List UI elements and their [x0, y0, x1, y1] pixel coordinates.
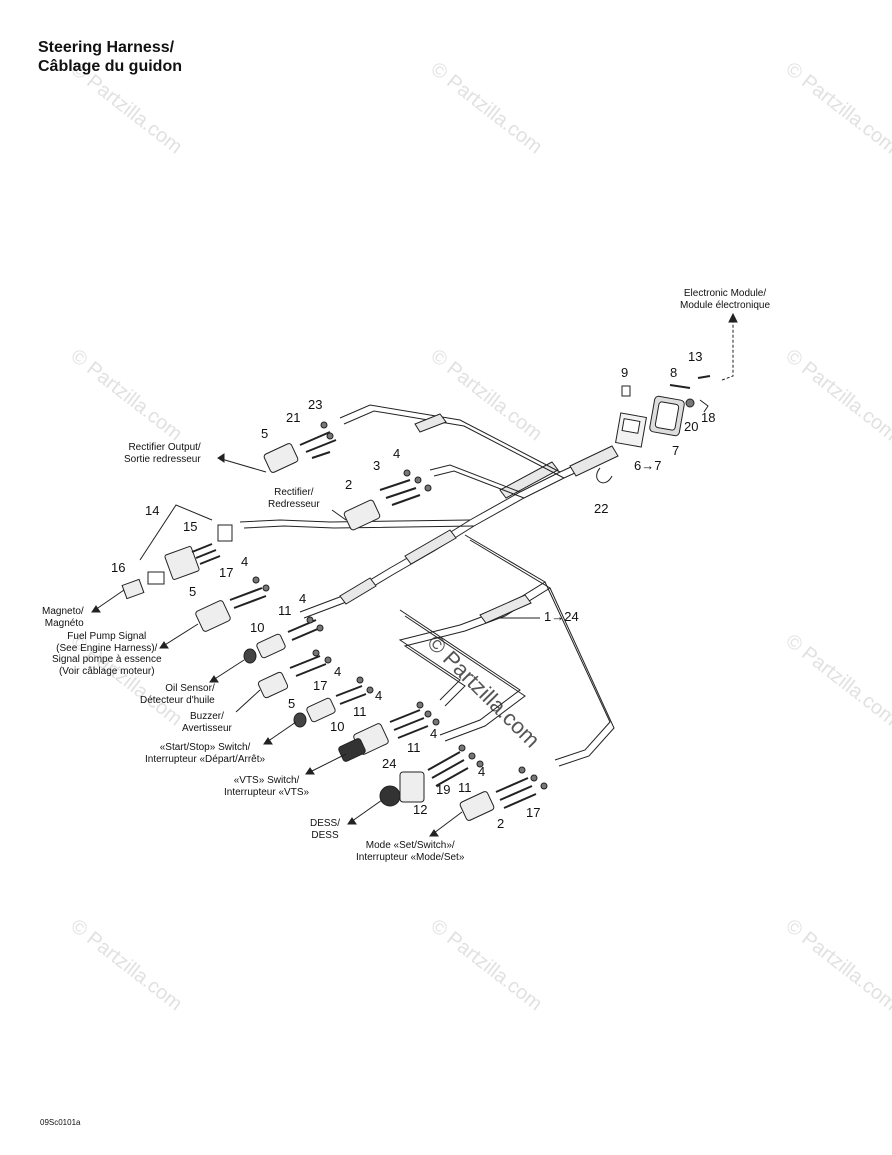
callout: 24 [382, 756, 397, 771]
callout: 5 [189, 584, 197, 599]
callout: 4 [478, 764, 486, 779]
callout: 18 [701, 410, 716, 425]
label-oil-sensor: Oil Sensor/Détecteur d'huile [140, 683, 215, 706]
label-start-stop: «Start/Stop» Switch/Interrupteur «Départ… [145, 742, 266, 765]
label-dess: DESS/DESS [310, 818, 341, 841]
callout: 4 [430, 726, 438, 741]
page-title: Steering Harness/ Câblage du guidon [38, 39, 182, 75]
callout: 15 [183, 519, 198, 534]
callout: 4 [334, 664, 342, 679]
label-rectifier: Rectifier/Redresseur [268, 487, 320, 510]
callout: 17 [526, 805, 541, 820]
callout: 19 [436, 782, 451, 797]
label-fuel-pump: Fuel Pump Signal(See Engine Harness)/ Si… [52, 631, 162, 677]
callout: 5 [288, 696, 296, 711]
label-vts: «VTS» Switch/Interrupteur «VTS» [224, 775, 310, 798]
callout: 4 [375, 688, 383, 703]
label-rectifier-output: Rectifier Output/Sortie redresseur [124, 442, 201, 465]
callout: 2 [345, 477, 353, 492]
callout: 1→24 [544, 609, 579, 624]
callout: 10 [330, 719, 345, 734]
label-magneto: Magneto/Magnéto [42, 606, 84, 629]
callout: 8 [670, 365, 678, 380]
label-electronic-module: Electronic Module/Module électronique [680, 288, 771, 311]
callout: 10 [250, 620, 265, 635]
callout: 23 [308, 397, 323, 412]
callout: 4 [393, 446, 401, 461]
callout: 9 [621, 365, 629, 380]
callout: 5 [261, 426, 269, 441]
callout: 22 [594, 501, 609, 516]
callout: 6→7 [634, 458, 662, 473]
callout: 11 [407, 740, 421, 755]
callout: 20 [684, 419, 699, 434]
callout: 11 [353, 704, 367, 719]
callout: 7 [672, 443, 680, 458]
callout: 12 [413, 802, 428, 817]
label-mode: Mode «Set/Switch»/Interrupteur «Mode/Set… [356, 840, 465, 863]
label-buzzer: Buzzer/Avertisseur [182, 711, 232, 734]
callout: 11 [458, 780, 472, 795]
callout: 4 [241, 554, 249, 569]
callout: 17 [313, 678, 328, 693]
callout: 4 [299, 591, 307, 606]
callout: 11 [278, 603, 292, 618]
callout: 3 [373, 458, 381, 473]
callout: 16 [111, 560, 126, 575]
callout: 21 [286, 410, 301, 425]
figure-code: 09Sc0101a [40, 1118, 81, 1127]
callout: 13 [688, 349, 703, 364]
callout: 17 [219, 565, 234, 580]
callout: 14 [145, 503, 160, 518]
callout: 2 [497, 816, 505, 831]
